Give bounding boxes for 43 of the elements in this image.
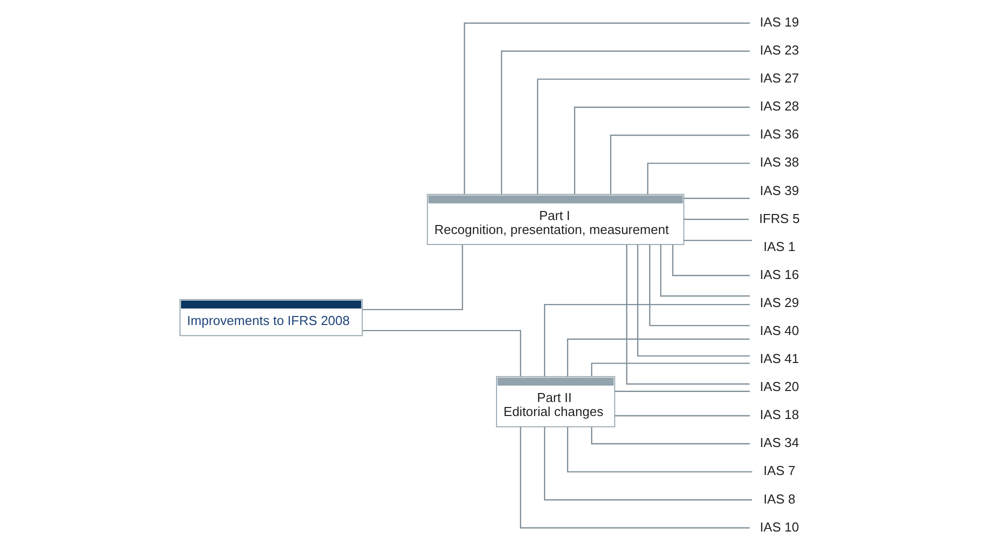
node-text: IAS 19 <box>760 14 799 30</box>
node-text: IAS 36 <box>760 126 799 142</box>
connector <box>684 218 749 220</box>
connector <box>684 240 752 242</box>
node-text: IAS 40 <box>760 322 799 338</box>
node-text: IAS 7 <box>764 463 796 478</box>
node-text: IFRS 5 <box>759 210 800 226</box>
connector <box>544 426 752 500</box>
connector <box>500 50 750 194</box>
node-text: IAS 18 <box>760 407 799 422</box>
node-text: IAS 41 <box>760 351 799 366</box>
connector <box>672 244 750 276</box>
node-text: IAS 27 <box>760 70 799 86</box>
connector <box>362 330 522 376</box>
node-text: IAS 20 <box>760 379 799 394</box>
node-text: IAS 1 <box>764 238 796 254</box>
connector <box>647 162 750 194</box>
node-text: IAS 34 <box>760 435 799 450</box>
node-text: IAS 39 <box>760 182 799 198</box>
node-text: IAS 16 <box>760 266 799 282</box>
connector <box>610 134 750 194</box>
node-text: IAS 28 <box>760 98 799 114</box>
node-text: IAS 23 <box>760 42 799 58</box>
connector <box>464 22 750 194</box>
connector <box>544 304 750 376</box>
connector <box>567 338 750 377</box>
connector <box>520 426 750 528</box>
connector <box>684 198 750 199</box>
node-text: IAS 29 <box>760 294 799 310</box>
node-text: IAS 10 <box>760 519 799 534</box>
connector <box>614 390 750 392</box>
connector <box>660 244 750 297</box>
connector <box>614 415 750 416</box>
connector <box>362 244 464 310</box>
connector <box>567 427 752 472</box>
connector <box>626 244 750 385</box>
node-text: IAS 8 <box>764 491 796 506</box>
connector <box>591 427 750 444</box>
connector <box>536 78 750 194</box>
connector <box>649 244 750 326</box>
node-text: IAS 38 <box>760 154 799 170</box>
connector <box>637 244 750 357</box>
connector <box>574 106 750 194</box>
